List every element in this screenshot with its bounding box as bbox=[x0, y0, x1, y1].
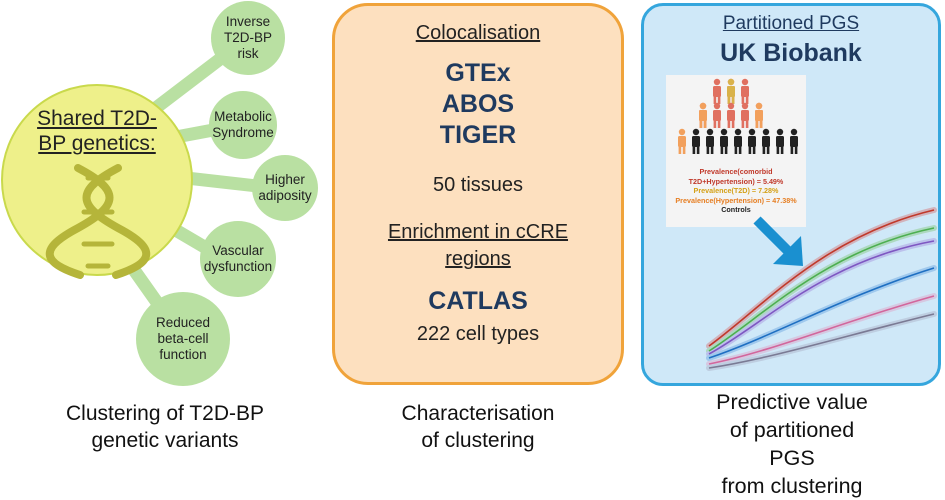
cell-types-count: 222 cell types bbox=[416, 323, 540, 345]
bubble-metabolic bbox=[209, 91, 277, 159]
bubble-label-beta-cell: Reduced beta-cell function bbox=[155, 315, 211, 362]
colocalisation-heading: Colocalisation bbox=[415, 22, 541, 44]
pgs-heading: Partitioned PGS bbox=[722, 13, 860, 34]
pgs-curves bbox=[706, 207, 937, 371]
characterisation-box: Colocalisation GTEx ABOS TIGER 50 tissue… bbox=[332, 3, 624, 385]
dataset-tiger: TIGER bbox=[439, 121, 517, 149]
prevalence-line-3: Prevalence(T2D) = 7.28% bbox=[693, 186, 779, 195]
prevalence-line-5: Controls bbox=[721, 205, 751, 214]
population-icon bbox=[678, 78, 798, 154]
prevalence-line-4: Prevalence(Hypertension) = 47.38% bbox=[675, 195, 797, 205]
bubble-vascular bbox=[200, 221, 276, 297]
dna-icon bbox=[45, 164, 151, 279]
bubble-label-metabolic: Metabolic Syndrome bbox=[212, 109, 274, 140]
pgs-box: Partitioned PGS UK Biobank bbox=[641, 3, 941, 386]
dataset-catlas: CATLAS bbox=[428, 287, 528, 315]
bubble-adiposity bbox=[252, 155, 318, 221]
enrichment-heading: Enrichment in cCRE regions bbox=[387, 221, 569, 270]
left-diagram bbox=[1, 1, 318, 386]
prevalence-line-1: Prevalence(comorbid bbox=[699, 167, 773, 176]
bubble-inverse-risk bbox=[211, 1, 285, 75]
central-label: Shared T2D- BP genetics: bbox=[37, 107, 157, 155]
right-caption: Predictive value of partitioned PGS from… bbox=[716, 390, 868, 498]
uk-biobank-title: UK Biobank bbox=[720, 39, 862, 67]
bubble-label-adiposity: Higher adiposity bbox=[258, 172, 312, 203]
middle-caption: Characterisation of clustering bbox=[401, 402, 555, 452]
prevalence-text: Prevalence(comorbid T2D+Hypertension) = … bbox=[666, 167, 806, 215]
bubble-label-inverse-risk: Inverse T2D-BP risk bbox=[223, 14, 273, 61]
prevalence-inset: Prevalence(comorbid T2D+Hypertension) = … bbox=[666, 75, 806, 227]
left-caption: Clustering of T2D-BP genetic variants bbox=[65, 402, 265, 452]
bubble-beta-cell bbox=[136, 292, 230, 386]
prevalence-line-2: T2D+Hypertension) = 5.49% bbox=[688, 176, 784, 186]
arrow-icon bbox=[753, 216, 803, 266]
bubble-label-vascular: Vascular dysfunction bbox=[203, 243, 273, 274]
dataset-gtex: GTEx bbox=[445, 59, 511, 87]
tissues-count: 50 tissues bbox=[432, 174, 524, 196]
dataset-abos: ABOS bbox=[441, 90, 515, 118]
